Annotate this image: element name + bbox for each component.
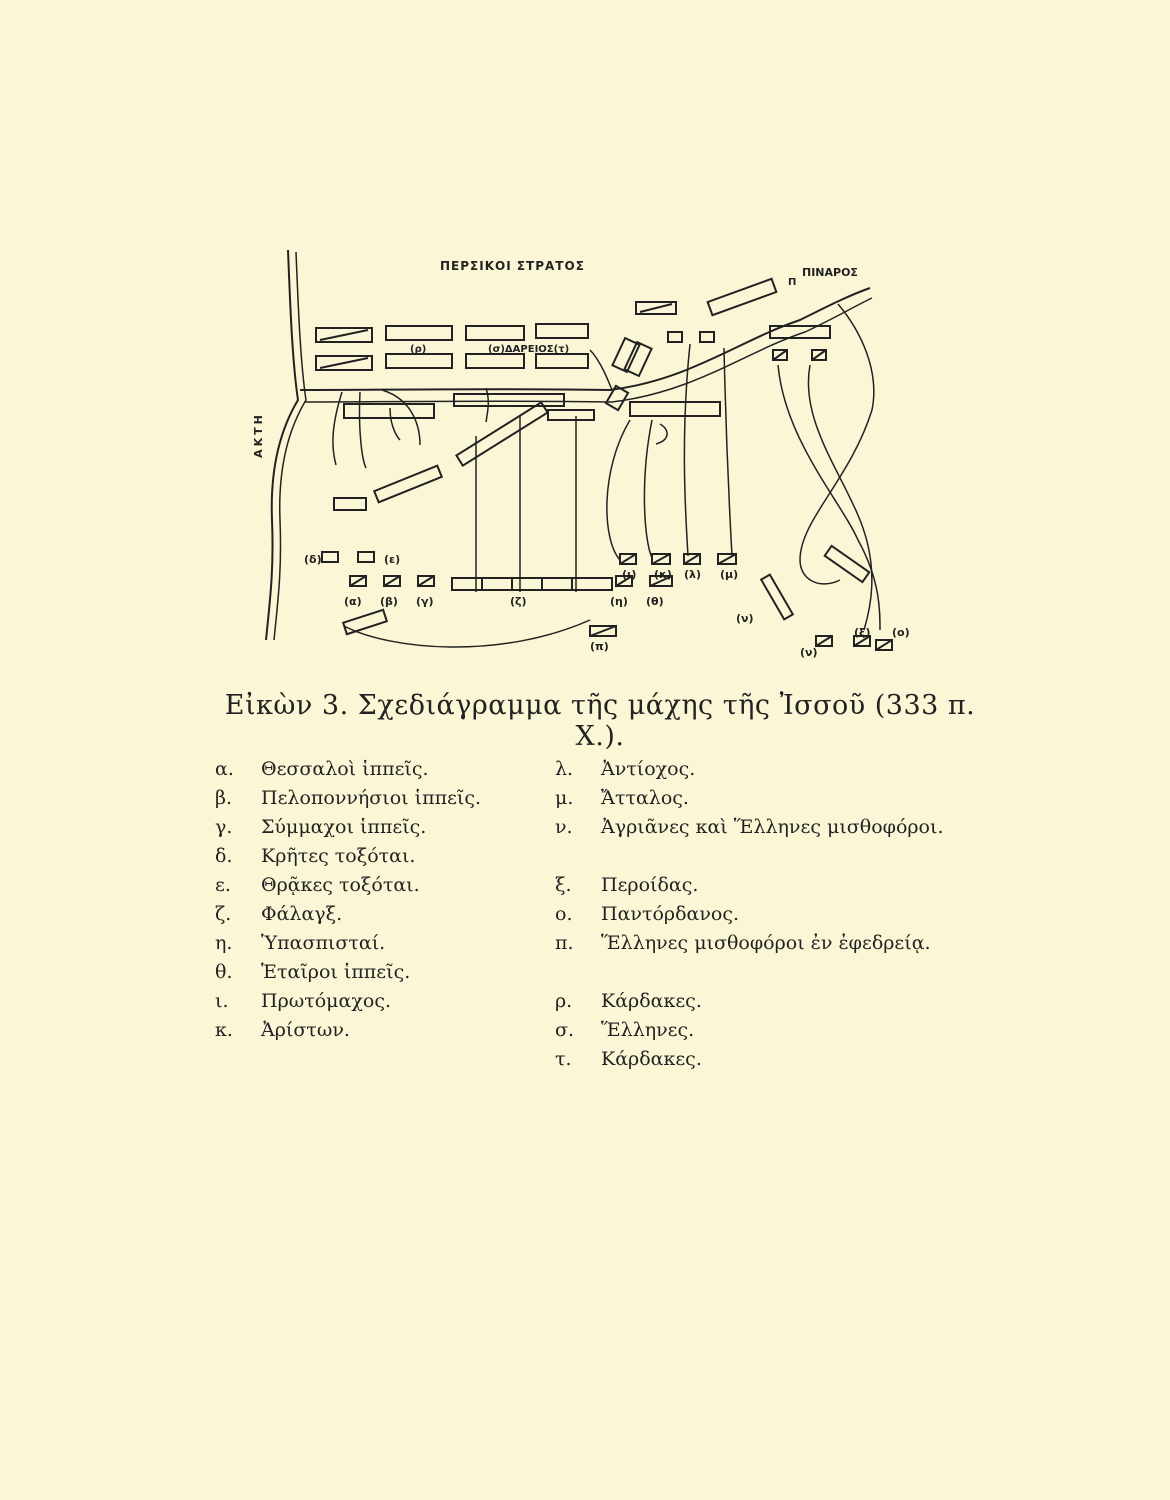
legend-key: β. <box>215 787 233 809</box>
legend-text: Ἀρίστων. <box>261 1019 350 1041</box>
darius-label: (σ)ΔΑΡΕΙΟΣ(τ) <box>488 344 569 355</box>
legend-text: Κάρδακες. <box>601 990 702 1012</box>
legend-key: ο. <box>555 903 573 925</box>
legend-key: κ. <box>215 1019 233 1041</box>
legend-text: Πελοποννήσιοι ἱππεῖς. <box>261 787 482 809</box>
label-gamma: (γ) <box>416 595 434 608</box>
legend-key: ι. <box>215 990 229 1012</box>
legend-key: τ. <box>555 1048 572 1070</box>
label-omicron: (ο) <box>892 626 910 639</box>
battle-diagram: ΑΚΤΗ ΠΕΡΣΙΚΟΙ ΣΤΡΑΤΟΣ Π ΠΙΝΑΡΟΣ ( <box>252 249 910 659</box>
legend-key: λ. <box>555 758 574 780</box>
legend-text: Ὑπασπισταί. <box>261 932 386 954</box>
label-lambda: (λ) <box>684 568 701 581</box>
coastline-inner <box>273 251 307 641</box>
legend-text: Ἑταῖροι ἱππεῖς. <box>261 961 411 983</box>
legend-text: Σύμμαχοι ἱππεῖς. <box>261 816 427 838</box>
legend-key: ε. <box>215 874 231 896</box>
river-pinaros <box>299 287 871 392</box>
figure-caption: Εἰκὼν 3. Σχεδιάγραμμα τῆς μάχης τῆς Ἰσσο… <box>224 690 976 752</box>
persian-army-label: ΠΕΡΣΙΚΟΙ ΣΤΡΑΤΟΣ <box>440 259 585 273</box>
legend-key: δ. <box>215 845 233 867</box>
legend-text: Θρᾷκες τοξόται. <box>261 874 420 896</box>
label-theta: (θ) <box>646 595 664 608</box>
legend-key: α. <box>215 758 234 780</box>
persian-units <box>315 277 831 378</box>
label-zeta: (ζ) <box>510 595 527 608</box>
macedonian-front-line <box>321 551 893 651</box>
legend-key: ζ. <box>215 903 232 925</box>
river-label: ΠΙΝΑΡΟΣ <box>802 266 858 279</box>
legend-text: Ἀγριᾶνες καὶ Ἕλληνες μισθοφόροι. <box>601 816 944 838</box>
legend-key: ξ. <box>555 874 572 896</box>
river-pinaros-bank <box>303 297 873 403</box>
legend-key: π. <box>555 932 574 954</box>
coastline <box>265 249 300 641</box>
legend-key: θ. <box>215 961 233 983</box>
unit-rho-label: (ρ) <box>410 344 426 355</box>
legend-text: Περοίδας. <box>601 874 699 896</box>
label-eta: (η) <box>610 595 628 608</box>
legend-text: Παντόρδανος. <box>601 903 740 925</box>
label-alpha: (α) <box>344 595 362 608</box>
label-nu-2: (ν) <box>800 646 818 659</box>
legend-text: Ἄτταλος. <box>601 787 689 809</box>
coast-label: ΑΚΤΗ <box>252 412 265 458</box>
label-pi: (π) <box>590 640 609 653</box>
legend-text: Ἀντίοχος. <box>601 758 696 780</box>
legend-text: Θεσσαλοὶ ἱππεῖς. <box>261 758 429 780</box>
legend-text: Κρῆτες τοξόται. <box>261 845 416 867</box>
legend-text: Φάλαγξ. <box>261 903 343 925</box>
label-epsilon: (ε) <box>384 553 400 566</box>
movement-lines <box>332 303 881 648</box>
label-xi: (ξ) <box>854 626 871 639</box>
label-iota: (ι) <box>622 568 636 581</box>
legend-key: μ. <box>555 787 574 809</box>
label-mu: (μ) <box>720 568 738 581</box>
legend-text: Ἕλληνες. <box>601 1019 695 1041</box>
legend-key: σ. <box>555 1019 575 1041</box>
legend-key: γ. <box>215 816 233 838</box>
legend-text: Κάρδακες. <box>601 1048 702 1070</box>
macedonian-forward-units <box>333 384 871 621</box>
label-beta: (β) <box>380 595 398 608</box>
legend-key: η. <box>215 932 233 954</box>
label-delta: (δ) <box>304 553 322 566</box>
legend-text: Πρωτόμαχος. <box>261 990 391 1012</box>
river-mark: Π <box>788 277 796 288</box>
legend-key: ρ. <box>555 990 573 1012</box>
legend-text: Ἕλληνες μισθοφόροι ἐν ἐφεδρείᾳ. <box>601 932 931 954</box>
label-nu-1: (ν) <box>736 612 754 625</box>
legend-key: ν. <box>555 816 573 838</box>
label-kappa: (κ) <box>654 568 672 581</box>
